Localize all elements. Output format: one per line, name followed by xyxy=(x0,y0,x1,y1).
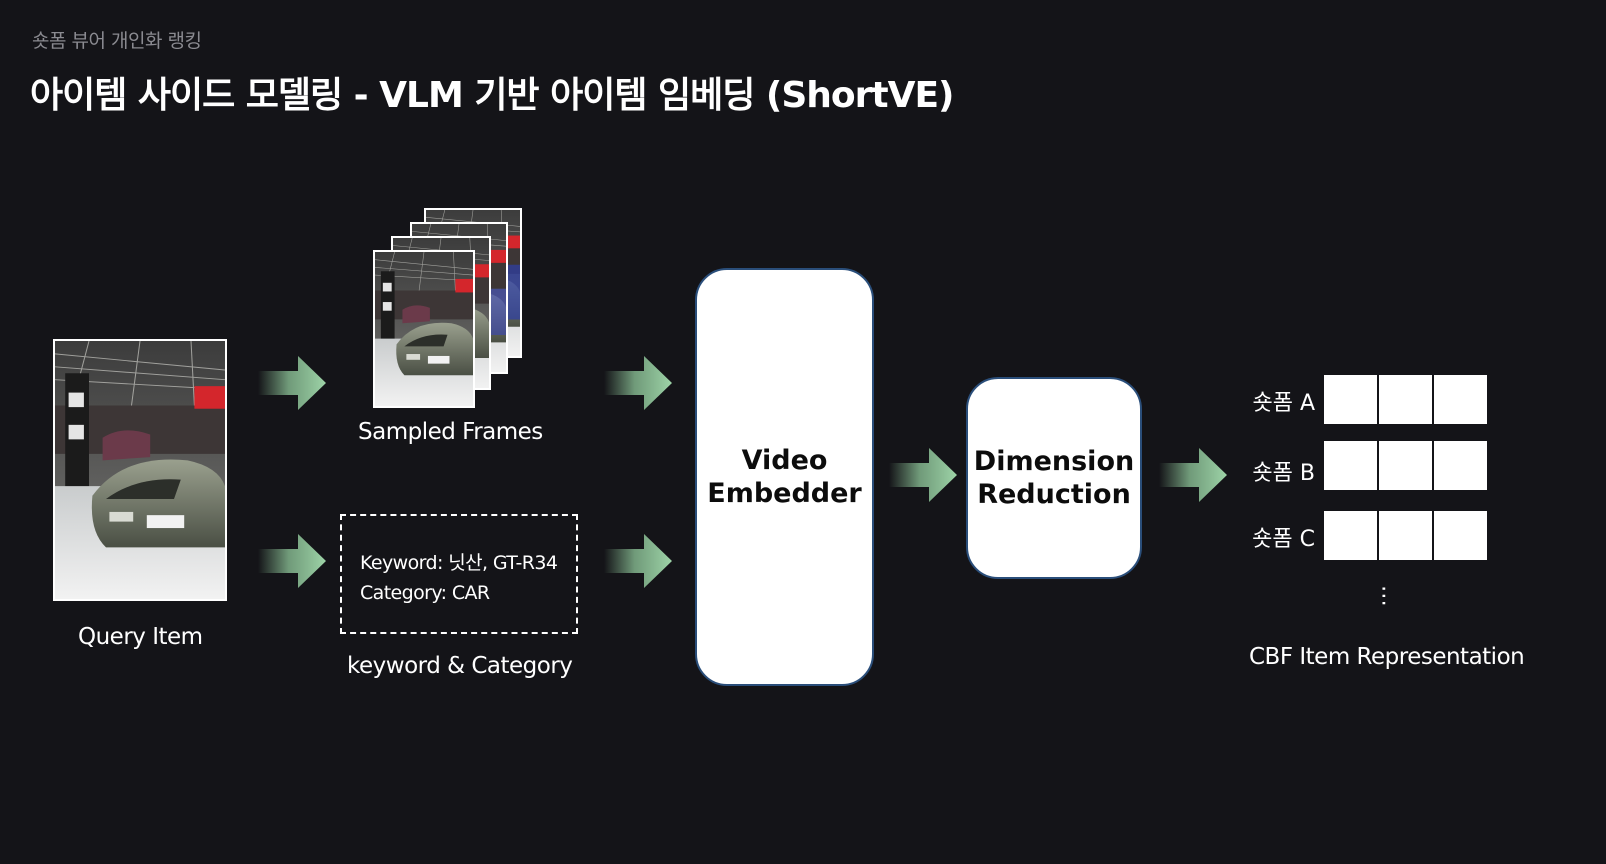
breadcrumb: 숏폼 뷰어 개인화 랭킹 xyxy=(32,30,202,52)
cbf-item-representation-label: CBF Item Representation xyxy=(1249,644,1525,670)
vector-cell xyxy=(1324,375,1377,424)
query-item-image xyxy=(53,339,227,601)
vector-cell xyxy=(1434,511,1487,560)
sampled-frame xyxy=(373,250,475,408)
vector-cell xyxy=(1434,375,1487,424)
vector-row xyxy=(1324,375,1487,424)
vector-label: 숏폼 A xyxy=(1252,391,1315,416)
keyword-category-box: Keyword: 닛산, GT-R34 Category: CAR xyxy=(340,514,578,634)
video-embedder-block: Video Embedder xyxy=(695,268,874,686)
vector-cell xyxy=(1379,511,1432,560)
arrow-right-icon xyxy=(258,356,326,410)
arrow-right-icon xyxy=(889,448,957,502)
sampled-frames-label: Sampled Frames xyxy=(358,419,543,445)
vector-cell xyxy=(1434,441,1487,490)
vector-cell xyxy=(1379,441,1432,490)
arrow-right-icon xyxy=(604,356,672,410)
vector-label: 숏폼 C xyxy=(1252,527,1315,552)
vector-label: 숏폼 B xyxy=(1252,461,1315,486)
page-title: 아이템 사이드 모델링 - VLM 기반 아이템 임베딩 (ShortVE) xyxy=(30,75,954,116)
vector-row xyxy=(1324,441,1487,490)
dimension-reduction-block: Dimension Reduction xyxy=(966,377,1142,579)
vector-row xyxy=(1324,511,1487,560)
vertical-ellipsis: ⋯ xyxy=(1372,585,1397,609)
query-item-label: Query Item xyxy=(78,624,203,650)
vector-cell xyxy=(1324,441,1377,490)
video-embedder-line1: Video xyxy=(741,445,828,476)
arrow-right-icon xyxy=(604,534,672,588)
keyword-line: Keyword: 닛산, GT-R34 xyxy=(360,552,558,574)
dimension-reduction-line2: Reduction xyxy=(977,479,1131,510)
video-embedder-line2: Embedder xyxy=(707,478,862,509)
arrow-right-icon xyxy=(1159,448,1227,502)
vector-cell xyxy=(1324,511,1377,560)
category-line: Category: CAR xyxy=(360,582,490,604)
keyword-category-label: keyword & Category xyxy=(347,653,573,679)
vector-cell xyxy=(1379,375,1432,424)
dimension-reduction-line1: Dimension xyxy=(973,446,1135,477)
arrow-right-icon xyxy=(258,534,326,588)
